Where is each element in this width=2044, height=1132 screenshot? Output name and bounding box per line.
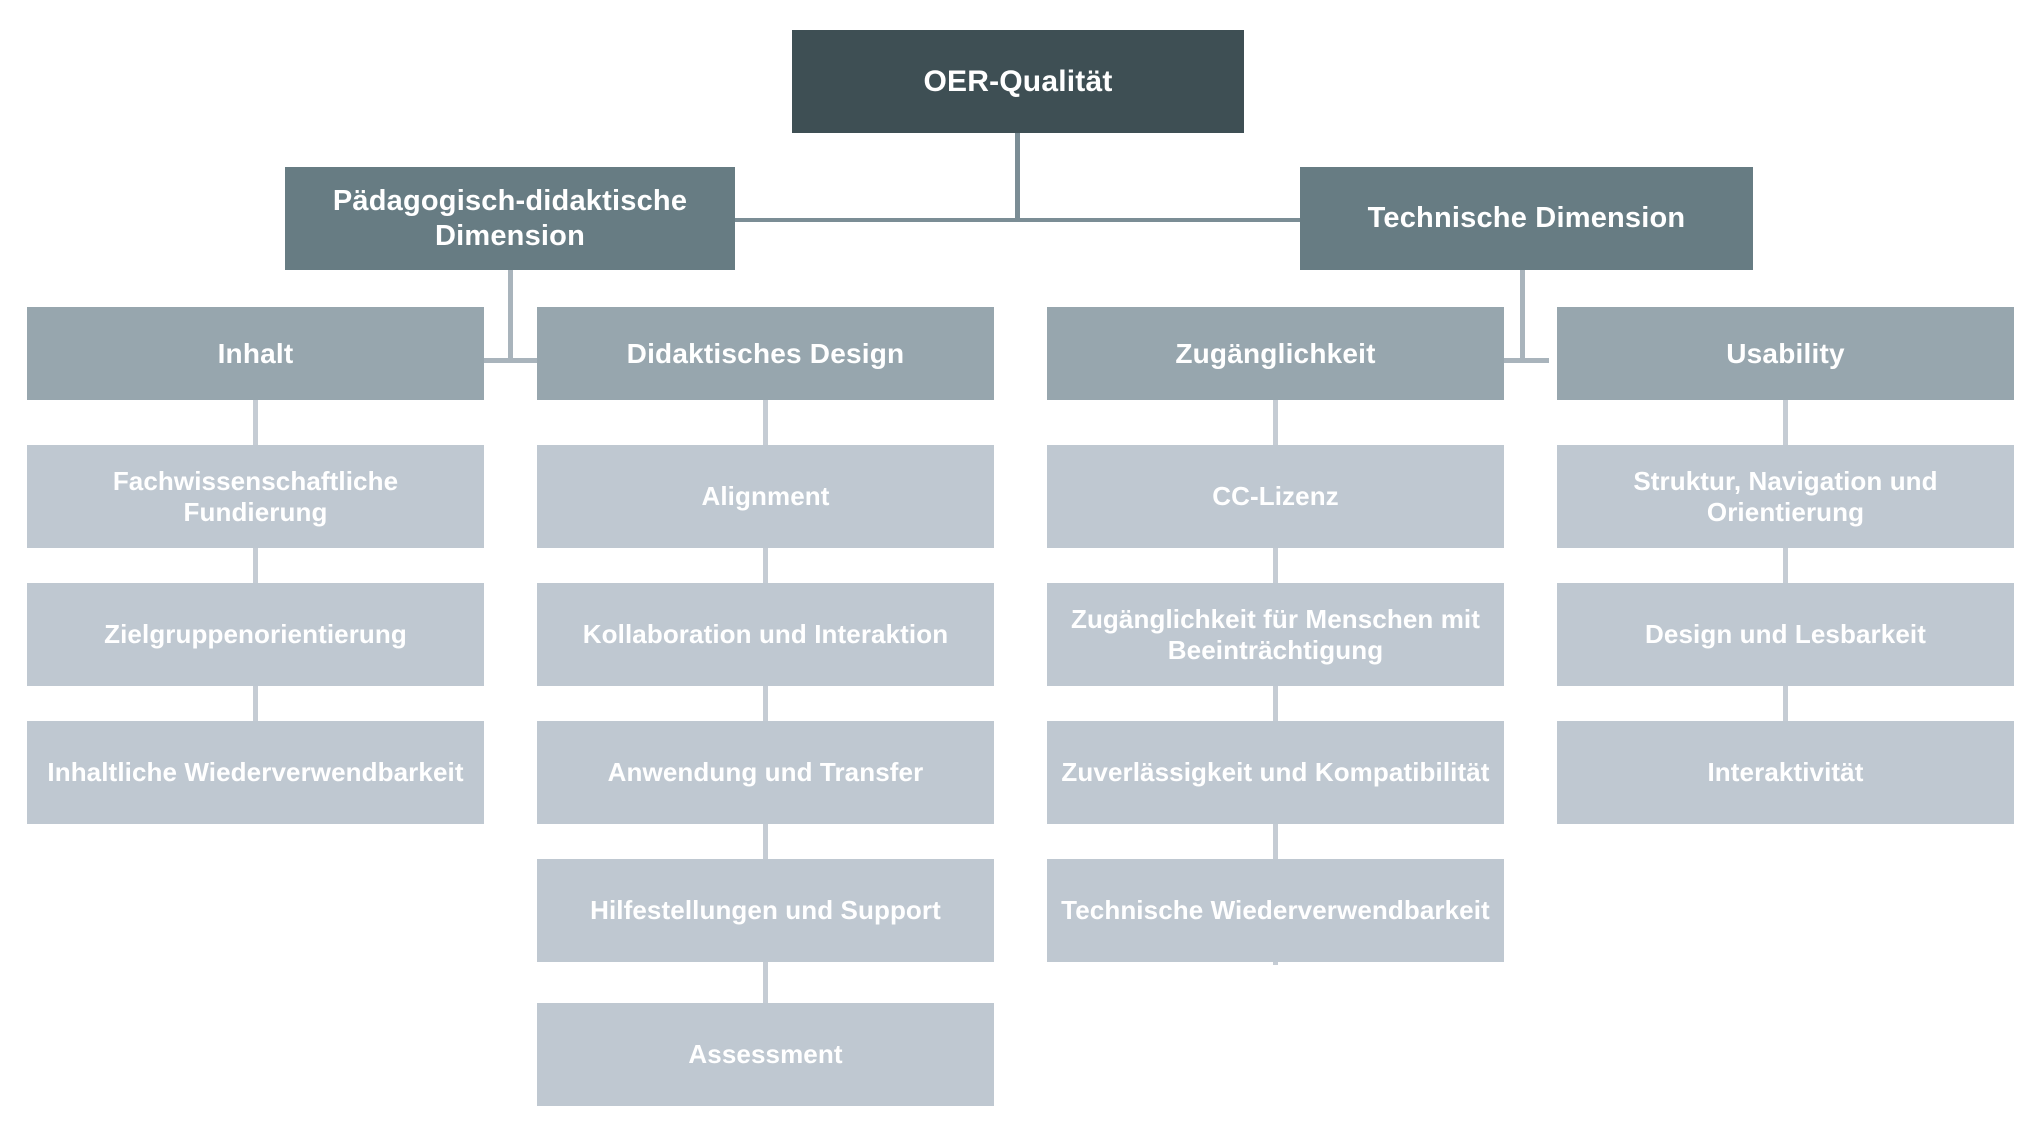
node-category-zugaenglichkeit[interactable]: Zugänglichkeit bbox=[1047, 307, 1504, 400]
node-leaf-inhaltliche-wiederverwendbarkeit[interactable]: Inhaltliche Wiederverwendbarkeit bbox=[27, 721, 484, 824]
node-leaf-zielgruppenorientierung[interactable]: Zielgruppenorientierung bbox=[27, 583, 484, 686]
node-leaf-cc-lizenz[interactable]: CC-Lizenz bbox=[1047, 445, 1504, 548]
connector-pedagogical-category-crossbar bbox=[484, 358, 538, 363]
connector-root-vertical bbox=[1015, 133, 1020, 221]
node-leaf-assessment[interactable]: Assessment bbox=[537, 1003, 994, 1106]
node-category-didaktisches-design[interactable]: Didaktisches Design bbox=[537, 307, 994, 400]
node-root-oer-qualitaet[interactable]: OER-Qualität bbox=[792, 30, 1244, 133]
node-leaf-interaktivitaet[interactable]: Interaktivität bbox=[1557, 721, 2014, 824]
connector-pedagogical-vertical bbox=[508, 270, 513, 362]
connector-technical-vertical bbox=[1520, 270, 1525, 362]
node-leaf-fachwissenschaftliche-fundierung[interactable]: Fachwissenschaftliche Fundierung bbox=[27, 445, 484, 548]
node-category-usability[interactable]: Usability bbox=[1557, 307, 2014, 400]
node-leaf-design-und-lesbarkeit[interactable]: Design und Lesbarkeit bbox=[1557, 583, 2014, 686]
connector-dimension-crossbar bbox=[735, 218, 1301, 222]
node-leaf-technische-wiederverwendbarkeit[interactable]: Technische Wiederverwendbarkeit bbox=[1047, 859, 1504, 962]
node-leaf-alignment[interactable]: Alignment bbox=[537, 445, 994, 548]
node-leaf-kollaboration-und-interaktion[interactable]: Kollaboration und Interaktion bbox=[537, 583, 994, 686]
node-leaf-hilfestellungen-und-support[interactable]: Hilfestellungen und Support bbox=[537, 859, 994, 962]
node-leaf-zugaenglichkeit-fuer-menschen-mit-beeintraechtigung[interactable]: Zugänglichkeit für Menschen mit Beeinträ… bbox=[1047, 583, 1504, 686]
node-leaf-struktur-navigation-und-orientierung[interactable]: Struktur, Navigation und Orientierung bbox=[1557, 445, 2014, 548]
node-dimension-pedagogical-didactic[interactable]: Pädagogisch-didaktische Dimension bbox=[285, 167, 735, 270]
node-dimension-technical[interactable]: Technische Dimension bbox=[1300, 167, 1753, 270]
node-category-inhalt[interactable]: Inhalt bbox=[27, 307, 484, 400]
connector-technical-category-crossbar bbox=[1494, 358, 1549, 363]
node-leaf-anwendung-und-transfer[interactable]: Anwendung und Transfer bbox=[537, 721, 994, 824]
node-leaf-zuverlaessigkeit-und-kompatibilitaet[interactable]: Zuverlässigkeit und Kompatibilität bbox=[1047, 721, 1504, 824]
